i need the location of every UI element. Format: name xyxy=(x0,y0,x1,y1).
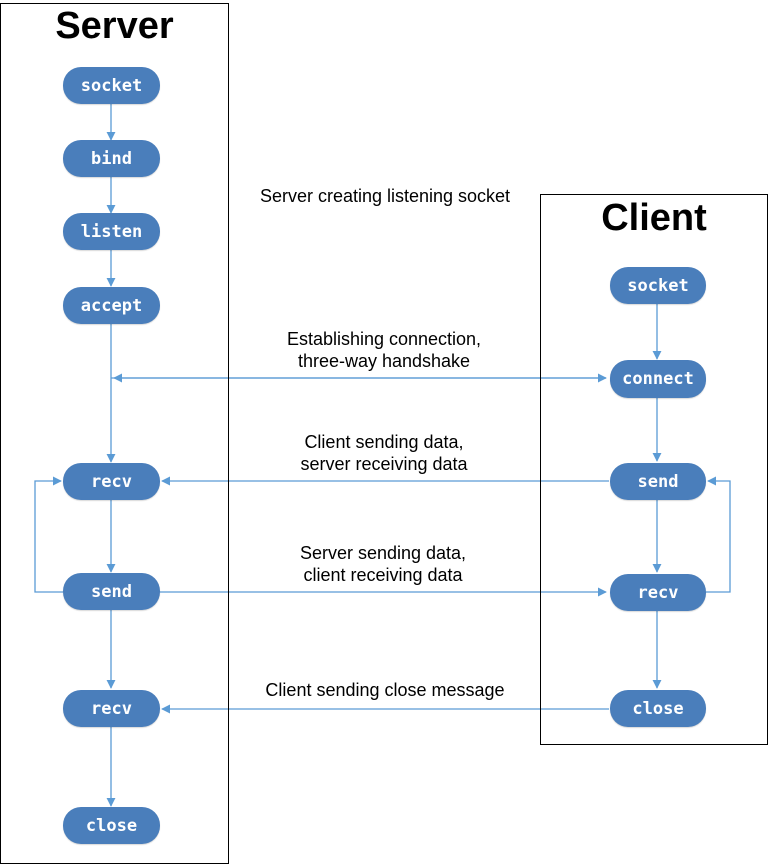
client-send-label-line-2: server receiving data xyxy=(300,454,468,474)
client-title: Client xyxy=(601,197,707,239)
handshake-label-line-1: Establishing connection, xyxy=(286,329,482,349)
client-connect-node: connect xyxy=(610,360,706,398)
client-send-label: Client sending data, server receiving da… xyxy=(300,431,467,475)
server-bind-node: bind xyxy=(63,140,160,177)
server-frame xyxy=(0,3,229,864)
server-title: Server xyxy=(55,5,174,47)
client-loop-arrow xyxy=(706,476,731,593)
handshake-label: Establishing connection, three-way hands… xyxy=(287,328,481,372)
client-recv-node: recv xyxy=(610,574,706,611)
server-socket-node: socket xyxy=(63,67,160,104)
server-send-node: send xyxy=(63,573,160,610)
server-send-label-line-2: client receiving data xyxy=(303,565,463,585)
client-frame xyxy=(540,194,768,745)
client-socket-node: socket xyxy=(610,267,706,304)
server-close-node: close xyxy=(63,807,160,844)
listening-socket-label: Server creating listening socket xyxy=(259,186,511,206)
server-loop-arrow xyxy=(34,476,63,593)
client-send-label-line-1: Client sending data, xyxy=(304,432,464,452)
server-listen-node: listen xyxy=(63,213,160,250)
server-send-label-line-1: Server sending data, xyxy=(299,543,467,563)
handshake-label-line-2: three-way handshake xyxy=(297,351,471,371)
server-accept-node: accept xyxy=(63,287,160,324)
close-message-label: Client sending close message xyxy=(265,680,505,700)
server-recv-node: recv xyxy=(63,463,160,500)
client-close-node: close xyxy=(610,690,706,727)
client-send-node: send xyxy=(610,463,706,500)
server-recv2-node: recv xyxy=(63,690,160,727)
server-send-label: Server sending data, client receiving da… xyxy=(300,542,466,586)
